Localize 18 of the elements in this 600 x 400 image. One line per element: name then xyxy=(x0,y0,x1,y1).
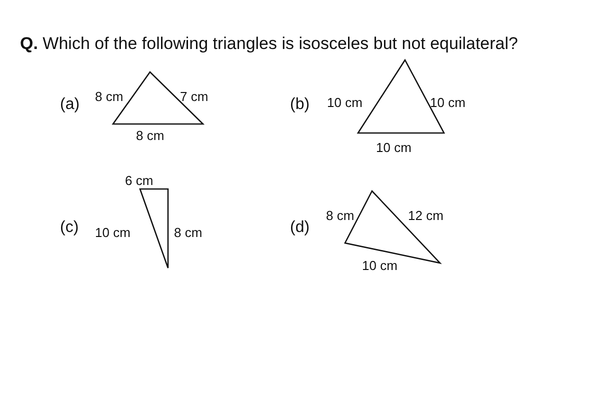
question-text: Q. Which of the following triangles is isosceles but not equilateral? xyxy=(20,34,518,54)
side-length: 10 cm xyxy=(430,95,466,110)
side-length: 6 cm xyxy=(125,173,154,188)
side-length: 8 cm xyxy=(326,208,354,223)
side-length: 8 cm xyxy=(136,128,164,143)
triangle xyxy=(140,189,168,268)
option-label: (d) xyxy=(290,219,310,237)
side-length: 10 cm xyxy=(362,258,398,273)
side-length: 7 cm xyxy=(180,89,208,104)
option-label: (a) xyxy=(60,96,80,114)
side-length: 12 cm xyxy=(408,208,444,223)
side-length: 8 cm xyxy=(174,225,202,240)
option-label: (b) xyxy=(290,96,310,114)
side-length: 10 cm xyxy=(327,95,362,110)
side-length: 10 cm xyxy=(95,225,130,240)
side-length: 8 cm xyxy=(95,89,124,104)
option-label: (c) xyxy=(60,219,79,237)
side-length: 10 cm xyxy=(376,140,412,155)
